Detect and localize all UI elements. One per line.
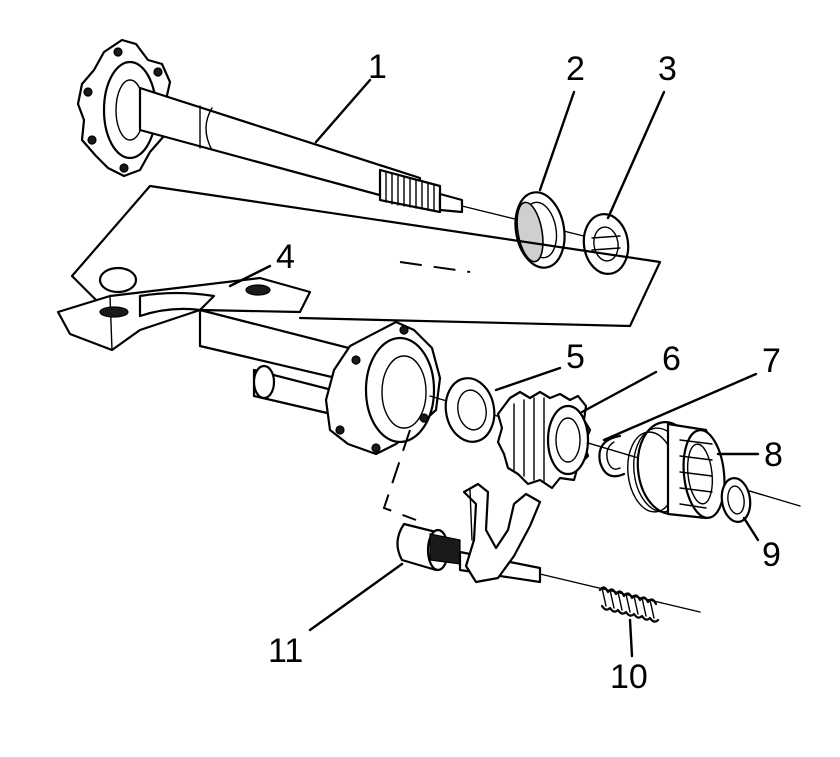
axis-dashed-lower [382,429,417,521]
leader-2 [538,90,576,192]
callout-4: 4 [276,238,295,276]
part-6-gear [496,390,592,490]
leader-5 [494,366,562,392]
callout-3: 3 [658,50,677,88]
part-5-thrust-washer [444,377,496,443]
part-9-ring [720,477,752,523]
callout-2: 2 [566,50,585,88]
callout-8: 8 [764,436,783,474]
part-4-shift-lever [56,266,382,388]
callout-10: 10 [610,658,648,696]
callout-9: 9 [762,536,781,574]
leader-3 [606,90,666,220]
callout-5: 5 [566,338,585,376]
callout-labels: 1 2 3 4 5 6 7 8 9 10 11 [268,48,783,696]
leader-lines [228,78,760,658]
leader-7 [602,372,758,442]
leader-11 [308,562,404,632]
callout-7: 7 [762,342,781,380]
callout-1: 1 [368,48,387,86]
leader-1 [314,78,372,144]
part-3-bearing [582,213,630,275]
callout-6: 6 [662,340,681,378]
leader-9 [742,516,760,542]
part-11-shift-fork [396,482,542,584]
part-8-sleeve [627,421,726,520]
part-7-snap-ring [598,434,626,478]
part-10-spring [598,586,660,623]
part-1-output-shaft [76,38,464,214]
leader-10 [628,618,634,658]
leader-4 [228,264,272,288]
leader-6 [580,370,658,414]
extension-housing [252,320,442,456]
assembly-outline [70,184,662,328]
part-2-seal [514,191,566,269]
axis-line-lower [539,573,701,613]
axis-dashed-upper [399,261,471,273]
callout-11: 11 [268,632,303,670]
